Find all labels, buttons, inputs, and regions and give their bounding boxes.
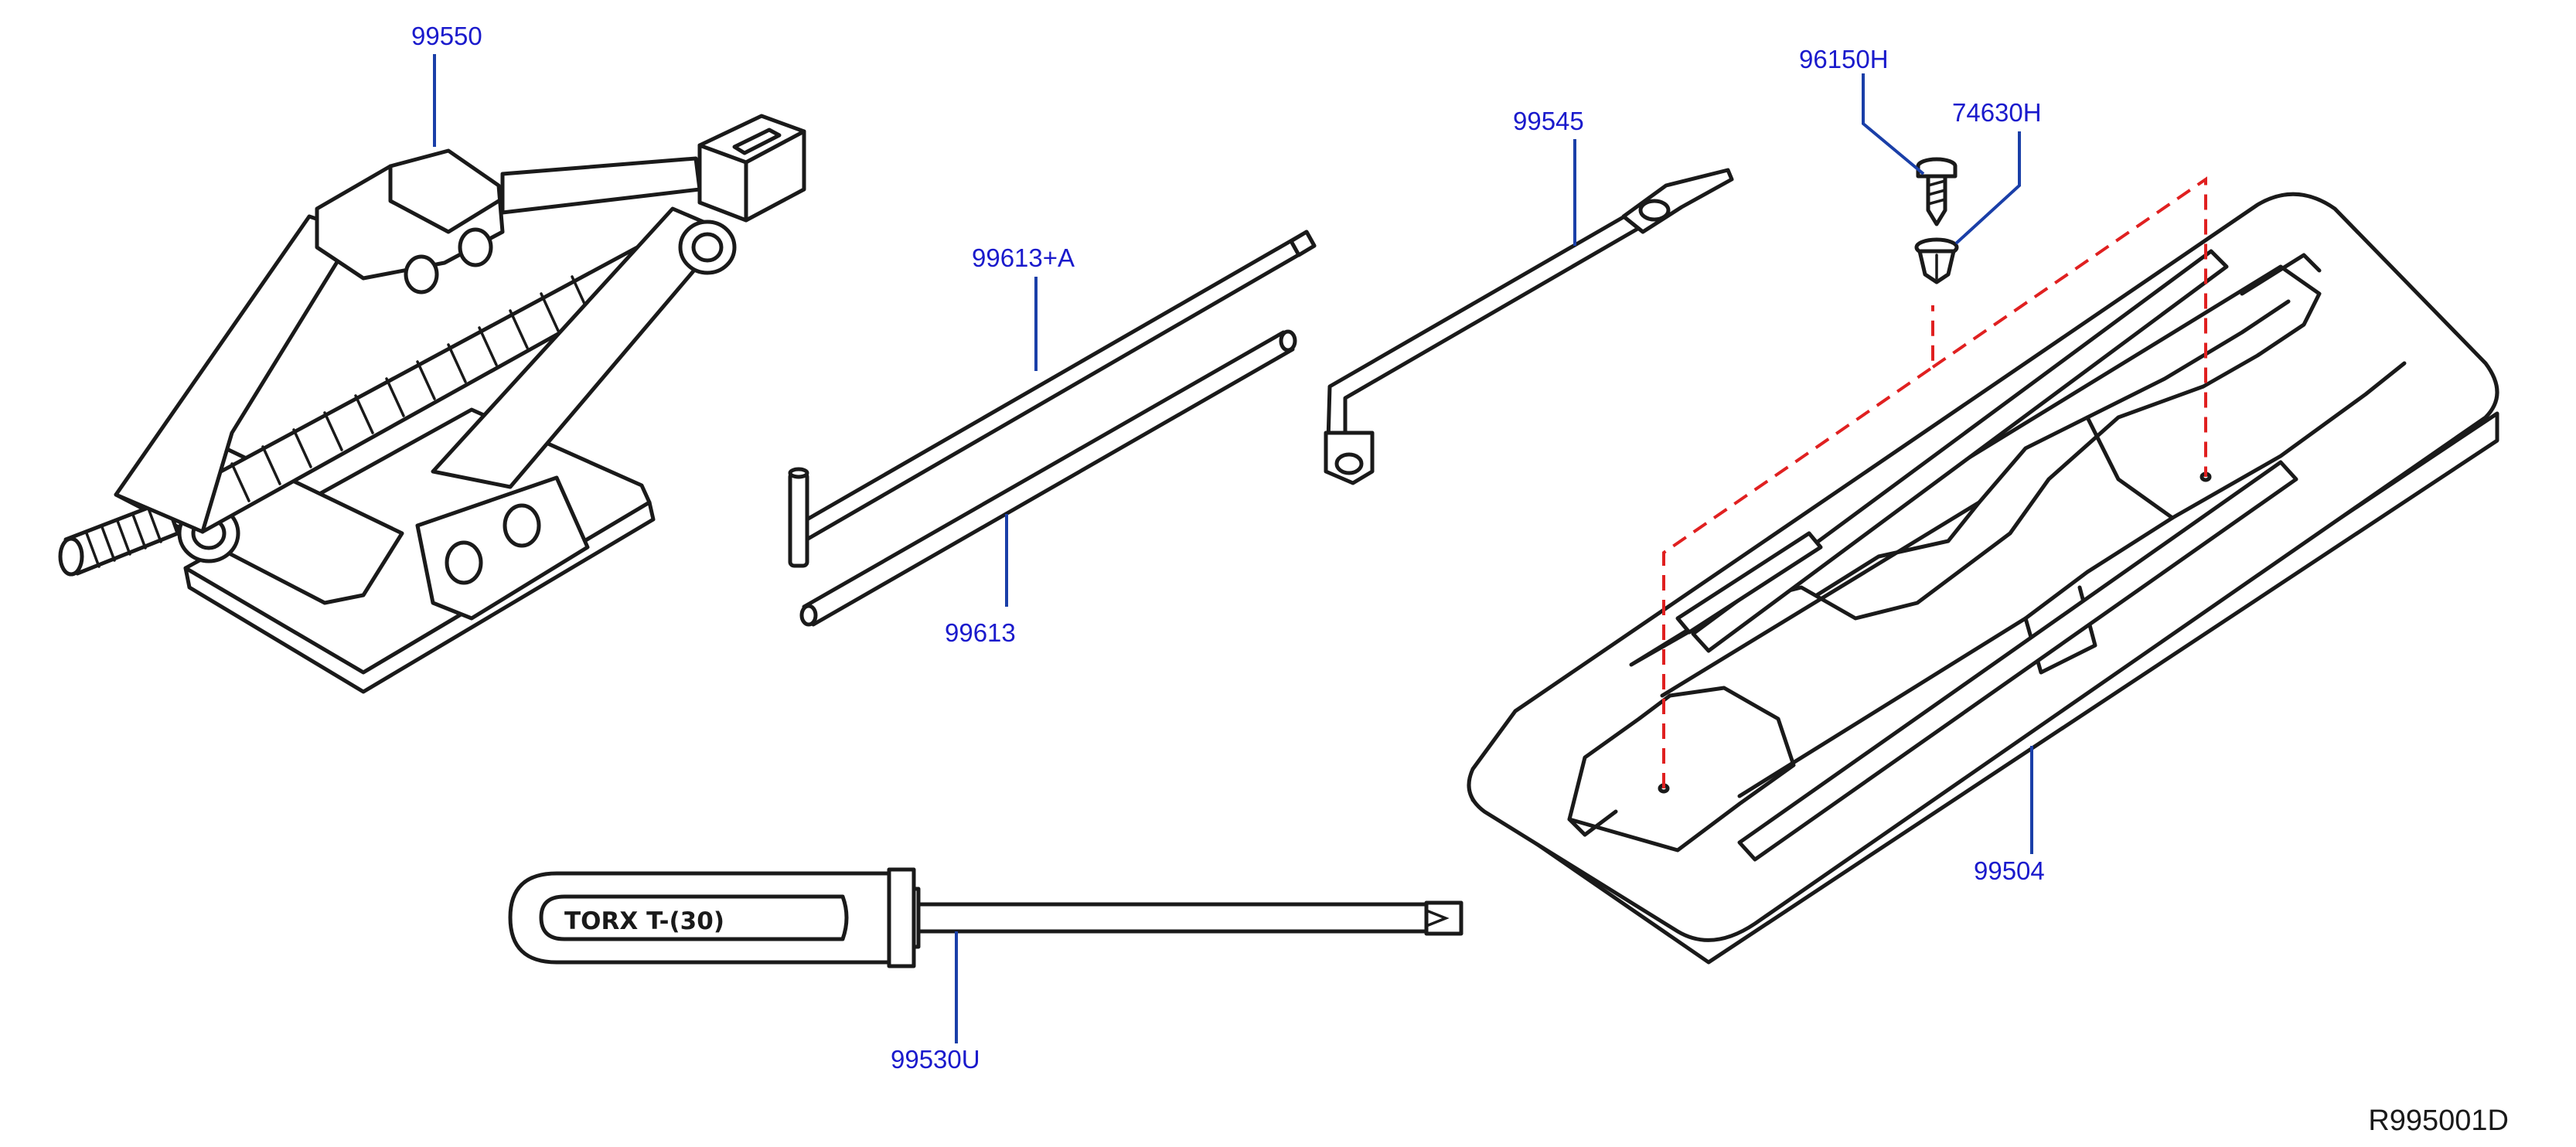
assembly-dashed-lines [1662, 176, 2207, 788]
reference-code: R995001D [2368, 1104, 2509, 1137]
label-bolt: 96150H [1799, 45, 1889, 73]
dashed-line-left [1662, 305, 1934, 788]
label-jack: 99550 [411, 22, 482, 50]
leader-96150h [1862, 73, 1925, 175]
scissor-jack [58, 114, 806, 694]
leader-74630h [1954, 131, 2021, 245]
part-labels: 99550 99613+A 99613 99545 96150H 74630H … [411, 22, 2045, 1074]
label-jack-handle: 99613 [945, 618, 1016, 647]
bolt [1916, 157, 1958, 226]
tool-tray [1467, 192, 2499, 965]
jack-handle-rod-a [788, 230, 1317, 568]
label-wheel-wrench: 99545 [1513, 107, 1584, 135]
jack-handle-rod [799, 329, 1297, 627]
label-jack-handle-a: 99613+A [972, 243, 1075, 272]
label-screwdriver: 99530U [891, 1045, 980, 1074]
dashed-line-right [1931, 176, 2207, 477]
screwdriver-text: TORX T-(30) [564, 907, 724, 935]
wheel-wrench [1324, 168, 1734, 485]
label-clip: 74630H [1952, 98, 2042, 127]
torx-screwdriver: TORX T-(30) [508, 867, 1463, 968]
label-tool-tray: 99504 [1974, 856, 2045, 885]
clip [1914, 237, 1959, 284]
leader-lines [433, 54, 2033, 1043]
